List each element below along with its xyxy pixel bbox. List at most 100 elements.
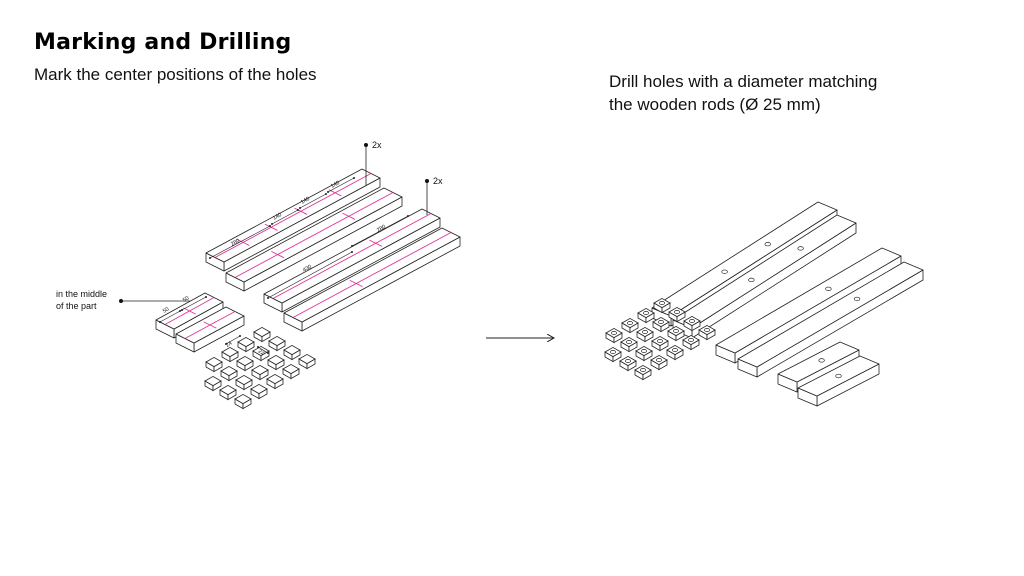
block-top-face xyxy=(251,364,269,376)
drilled-block-1 xyxy=(605,327,623,344)
drilled-block-19 xyxy=(698,324,716,341)
block-top-face xyxy=(250,383,268,395)
beam-top-face xyxy=(777,341,860,383)
marked-parts-group xyxy=(155,168,461,410)
drilled-beam-short-b xyxy=(797,355,880,407)
drill-hole xyxy=(610,350,616,354)
dimension-arrow-end xyxy=(205,296,207,298)
dimension-line-140-a xyxy=(271,209,299,225)
middle-note-line2: of the part xyxy=(56,301,97,311)
marking-line xyxy=(214,173,372,258)
drill-hole xyxy=(672,348,678,352)
marking-tick xyxy=(203,321,217,329)
dimension-arrow-end xyxy=(351,251,353,253)
drilled-block-4 xyxy=(653,297,671,314)
drill-hole xyxy=(825,286,832,292)
block-top-face xyxy=(205,356,223,368)
beam-short-b xyxy=(175,306,245,353)
drill-hole xyxy=(642,330,648,334)
drill-hole xyxy=(764,242,771,247)
marking-tick xyxy=(369,239,383,247)
block-10 xyxy=(219,384,237,401)
dimension-140-b: 140 xyxy=(300,196,311,206)
dimension-arrow-end xyxy=(299,207,301,209)
block-top-face xyxy=(253,326,271,338)
dimension-140-a: 140 xyxy=(272,212,283,222)
drilled-beam-b xyxy=(672,214,857,339)
beam-top-face xyxy=(737,261,924,368)
block-5 xyxy=(204,375,222,392)
drilled-block-3 xyxy=(637,307,655,324)
right-instruction-line2: the wooden rods (Ø 25 mm) xyxy=(609,95,821,114)
block-top-face xyxy=(282,363,300,375)
drill-hole xyxy=(640,368,646,372)
dimension-arrow-end xyxy=(325,193,327,195)
block-top-face xyxy=(235,374,253,386)
beam-top-face xyxy=(651,201,838,317)
drill-hole xyxy=(704,328,710,332)
drill-hole xyxy=(797,246,804,251)
block-17 xyxy=(266,373,284,390)
drill-hole xyxy=(625,359,631,363)
drilled-block-9 xyxy=(668,306,686,323)
dimension-50-a: 50 xyxy=(162,306,170,314)
dimension-line-140-c xyxy=(327,177,355,193)
block-top-face xyxy=(220,365,238,377)
marking-tick xyxy=(294,207,308,215)
block-top-face xyxy=(267,354,285,366)
drilled-block-5 xyxy=(604,346,622,363)
marking-tick xyxy=(349,279,363,288)
right-instruction: Drill holes with a diameter matching the… xyxy=(609,70,877,116)
block-top-face xyxy=(221,346,239,358)
dimension-line-280-b xyxy=(351,215,409,247)
dimension-line-50-b xyxy=(179,296,207,312)
drilled-block-18 xyxy=(682,334,700,351)
block-top-face xyxy=(268,335,286,347)
drill-hole xyxy=(688,338,694,342)
block-2 xyxy=(221,346,239,363)
block-top-face xyxy=(204,375,222,387)
drilled-block-14 xyxy=(683,315,701,332)
dimension-arrow-end xyxy=(271,223,273,225)
drilled-block-8 xyxy=(652,316,670,333)
dimension-line-24 xyxy=(225,335,241,345)
drill-hole xyxy=(689,319,695,323)
count-label-second: 2x xyxy=(433,176,443,186)
block-7 xyxy=(236,355,254,372)
drilled-block-15 xyxy=(634,364,652,381)
dimension-arrow-end xyxy=(239,335,241,337)
dimension-280-b: 280 xyxy=(376,224,387,234)
drill-hole xyxy=(659,301,665,305)
beam-long-a xyxy=(205,168,381,272)
block-19 xyxy=(298,353,316,370)
block-top-face xyxy=(266,373,284,385)
marking-line xyxy=(272,213,432,299)
dimension-line-140-b xyxy=(299,193,327,209)
drill-hole xyxy=(721,269,728,274)
beam-top-face xyxy=(715,247,902,354)
beam-long-d xyxy=(283,227,461,332)
marking-line xyxy=(292,232,452,318)
leader-dot-top xyxy=(364,143,368,147)
dimension-280-a: 280 xyxy=(230,238,241,248)
drill-hole xyxy=(658,320,664,324)
drilled-block-6 xyxy=(620,336,638,353)
dimension-line-22 xyxy=(257,346,269,354)
drill-hole xyxy=(656,358,662,362)
drill-hole xyxy=(626,340,632,344)
left-instruction: Mark the center positions of the holes xyxy=(34,65,317,84)
drilled-block-10 xyxy=(619,355,637,372)
block-4 xyxy=(253,326,271,343)
dimension-arrow-end xyxy=(327,191,329,193)
marking-tick xyxy=(236,238,250,246)
marking-tick xyxy=(342,212,356,220)
drill-hole xyxy=(818,358,825,363)
dimension-arrow-end xyxy=(351,245,353,247)
block-14 xyxy=(283,344,301,361)
block-13 xyxy=(267,354,285,371)
drill-hole xyxy=(748,277,755,283)
right-instruction-line1: Drill holes with a diameter matching xyxy=(609,72,878,91)
block-3 xyxy=(237,336,255,353)
block-12 xyxy=(251,364,269,381)
dimension-arrow-end xyxy=(179,310,181,312)
